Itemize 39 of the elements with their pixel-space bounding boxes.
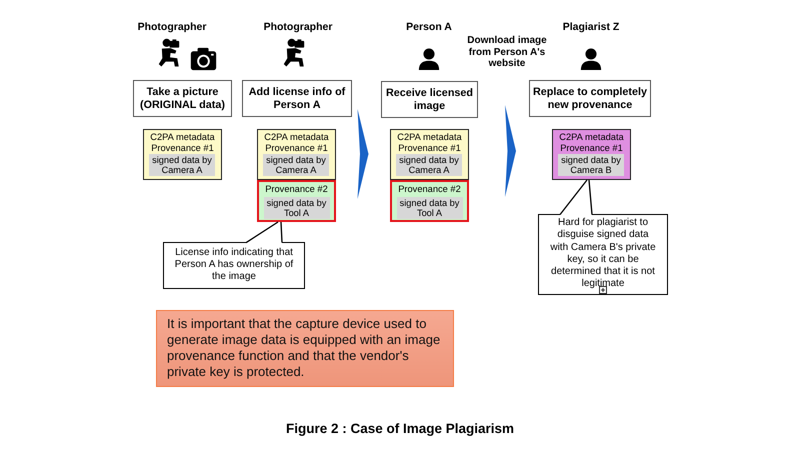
signed-data-box: signed data by Camera A: [396, 154, 462, 176]
step-box: Receive licensed image: [381, 81, 478, 118]
role-label: Photographer: [136, 21, 208, 33]
chevron-arrow: [358, 109, 368, 199]
metadata-heading: C2PA metadata: [396, 132, 463, 142]
role-label: Person A: [405, 21, 453, 33]
callout-box: Hard for plagiarist to disguise signed data with Camera B's private key, so it can be determined that it is not legitimate: [538, 214, 668, 295]
provenance-heading: Provenance #2: [264, 184, 329, 194]
provenance-box: [257, 180, 336, 222]
metadata-heading: C2PA metadata: [263, 132, 330, 142]
provenance-heading: Provenance #1: [397, 142, 462, 153]
figure-caption: Figure 2 : Case of Image Plagiarism: [286, 421, 514, 436]
provenance-heading: Provenance #1: [559, 142, 624, 153]
leader-line: [245, 221, 283, 244]
chevron-arrow: [505, 105, 516, 197]
provenance-heading: Provenance #1: [150, 142, 215, 153]
signed-data-box: signed data by Tool A: [396, 197, 462, 219]
metadata-box: [390, 129, 469, 180]
step-box: Replace to completely new provenance: [529, 80, 651, 117]
note-box: It is important that the capture device used to generate image data is equipped with an image provenance function and that the vendor's private key is protected.: [156, 310, 454, 387]
step-annotation: Download image from Person A's website: [466, 35, 548, 70]
provenance-box: [390, 180, 469, 222]
step-box: Add license info of Person A: [242, 80, 352, 117]
step-box: Take a picture (ORIGINAL data): [133, 80, 232, 117]
metadata-box: [257, 129, 336, 180]
provenance-heading: Provenance #2: [397, 184, 462, 194]
role-label: Photographer: [262, 21, 334, 33]
provenance-heading: Provenance #1: [264, 142, 329, 153]
metadata-heading: C2PA metadata: [149, 132, 216, 142]
signed-data-box: signed data by Tool A: [264, 197, 330, 219]
metadata-box: [143, 129, 222, 180]
role-label: Plagiarist Z: [562, 21, 620, 33]
signed-data-box: signed data by Camera B: [558, 154, 624, 176]
callout-box: License info indicating that Person A has ownership of the image: [163, 242, 305, 289]
leader-line: [559, 179, 593, 216]
signed-data-box: signed data by Camera A: [149, 154, 215, 176]
signed-data-box: signed data by Camera A: [263, 154, 329, 176]
metadata-heading: C2PA metadata: [558, 132, 625, 142]
metadata-box: [552, 129, 631, 180]
